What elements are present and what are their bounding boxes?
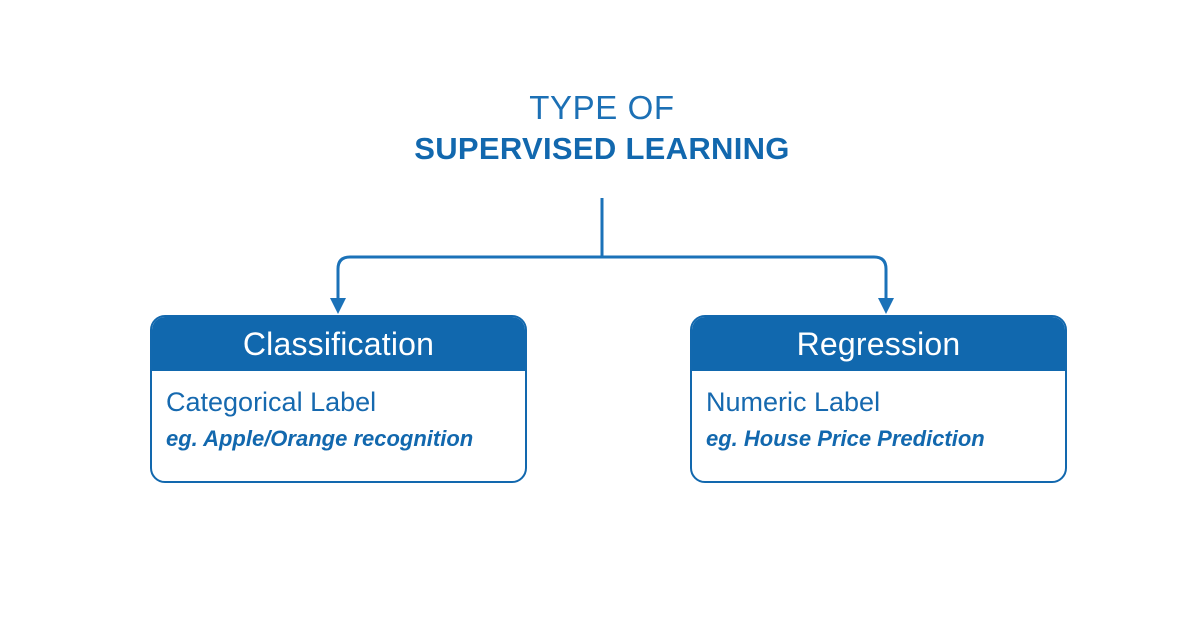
- card-label-regression: Numeric Label: [706, 387, 881, 417]
- card-header-regression: Regression: [692, 317, 1065, 371]
- title-line-secondary: SUPERVISED LEARNING: [414, 131, 790, 166]
- node-card-regression[interactable]: Regression Numeric Label eg. House Price…: [690, 315, 1067, 483]
- node-card-classification[interactable]: Classification Categorical Label eg. App…: [150, 315, 527, 483]
- card-example-regression: eg. House Price Prediction: [706, 426, 985, 451]
- card-body-regression: Numeric Label eg. House Price Prediction: [692, 371, 1065, 453]
- connector-branch-left: [336, 255, 602, 300]
- arrow-down-icon-right: [878, 298, 894, 314]
- card-title-regression: Regression: [796, 326, 961, 362]
- card-title-classification: Classification: [242, 326, 435, 362]
- title-line-primary: TYPE OF: [529, 89, 675, 126]
- card-example-classification: eg. Apple/Orange recognition: [166, 426, 474, 451]
- page-title: TYPE OF SUPERVISED LEARNING: [0, 88, 1200, 170]
- card-label-classification: Categorical Label: [166, 387, 377, 417]
- connector-branch-right: [602, 255, 888, 300]
- card-header-classification: Classification: [152, 317, 525, 371]
- card-body-classification: Categorical Label eg. Apple/Orange recog…: [152, 371, 525, 453]
- arrow-down-icon-left: [330, 298, 346, 314]
